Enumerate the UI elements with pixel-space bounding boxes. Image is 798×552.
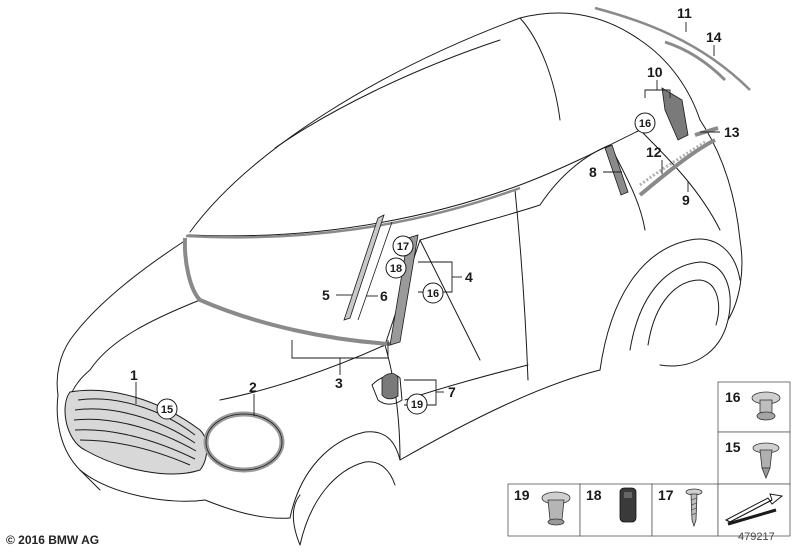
callout-8: 8 — [589, 164, 597, 180]
callout-11: 11 — [677, 5, 692, 21]
copyright-notice: © 2016 BMW AG — [6, 533, 100, 547]
svg-text:16: 16 — [725, 389, 741, 405]
callout-4: 4 — [465, 269, 473, 285]
svg-text:19: 19 — [411, 399, 423, 411]
side-window-trim-part — [604, 144, 629, 196]
leader-lines — [135, 22, 720, 416]
svg-text:16: 16 — [427, 288, 439, 300]
roof-strip-part-11 — [594, 6, 751, 91]
legend-box-19: 19 — [507, 483, 581, 537]
callout-1: 1 — [130, 367, 138, 383]
svg-text:17: 17 — [658, 487, 674, 503]
legend-box-17: 17 — [651, 483, 719, 537]
a-pillar-strip-part — [343, 214, 385, 321]
rear-trim-piece-13 — [694, 126, 719, 137]
push-clip-icon — [541, 491, 571, 526]
a-pillar-trim-part — [389, 234, 419, 346]
headlight-trim-ring — [203, 411, 285, 473]
callout-7: 7 — [448, 384, 456, 400]
circle-ref-16-rear: 16 — [634, 112, 656, 134]
circle-ref-16-front: 16 — [422, 282, 444, 304]
svg-text:18: 18 — [390, 263, 402, 275]
rear-side-trim-part — [638, 138, 716, 197]
callout-10: 10 — [647, 64, 663, 80]
svg-text:15: 15 — [725, 439, 741, 455]
svg-text:16: 16 — [639, 118, 651, 130]
plastic-clip-icon — [751, 391, 781, 421]
callout-3: 3 — [335, 375, 343, 391]
mirror-triangle-part — [381, 373, 399, 400]
d-pillar-trim-part — [661, 87, 689, 141]
circle-ref-18: 18 — [385, 257, 407, 279]
callout-6: 6 — [380, 288, 388, 304]
installation-direction-arrow-icon — [724, 493, 784, 526]
callout-9: 9 — [682, 192, 690, 208]
a-pillar-seal-part — [357, 221, 393, 321]
callout-5: 5 — [322, 287, 330, 303]
windshield-trim-part — [182, 237, 391, 346]
windshield-top-seal — [185, 186, 521, 239]
car-outline — [56, 12, 743, 546]
parts — [64, 6, 751, 475]
callout-2: 2 — [249, 379, 257, 395]
front-grille-part — [64, 389, 208, 475]
svg-text:17: 17 — [397, 241, 409, 253]
fastener-legend: 16 15 19 — [507, 381, 791, 537]
svg-text:18: 18 — [586, 487, 602, 503]
expansion-rivet-icon — [752, 442, 780, 480]
grommet-icon — [619, 487, 637, 523]
screw-icon — [685, 488, 703, 528]
svg-text:15: 15 — [161, 404, 173, 416]
roof-strip-part-14 — [664, 40, 727, 82]
diagram-number: 479217 — [738, 531, 775, 543]
legend-box-15: 15 — [717, 431, 791, 485]
svg-text:19: 19 — [514, 487, 530, 503]
callout-13: 13 — [724, 124, 740, 140]
callout-14: 14 — [706, 29, 722, 45]
callout-labels: 1 2 3 4 5 6 7 8 9 10 11 12 13 14 — [130, 5, 740, 400]
legend-box-18: 18 — [579, 483, 653, 537]
circle-ref-19: 19 — [406, 393, 428, 415]
callout-12: 12 — [646, 144, 662, 160]
circle-ref-15: 15 — [156, 398, 178, 420]
circled-references: 15 16 17 18 19 16 — [156, 112, 656, 420]
legend-box-arrow — [717, 483, 791, 537]
legend-box-16: 16 — [717, 381, 791, 433]
circle-ref-17: 17 — [392, 235, 414, 257]
